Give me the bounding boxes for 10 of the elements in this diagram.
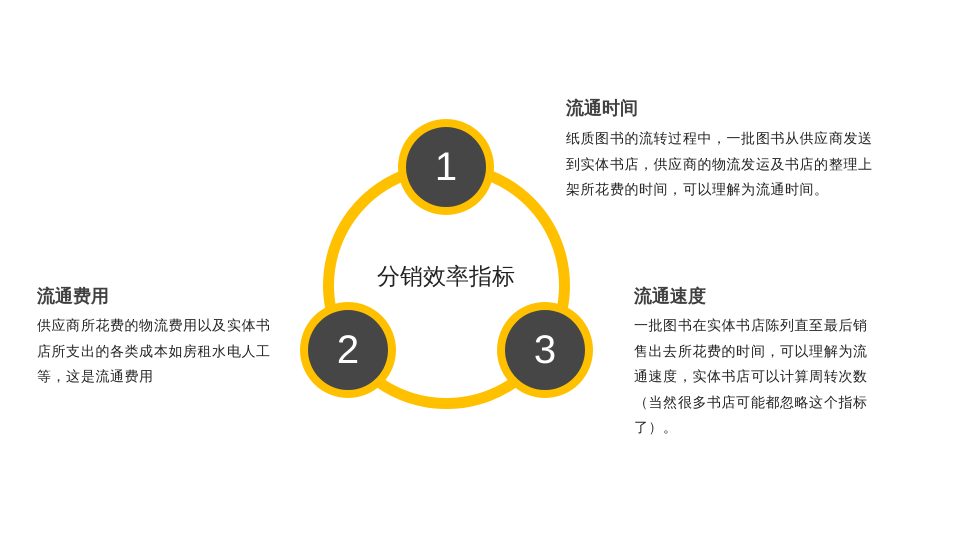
heading: 流通速度 xyxy=(634,285,706,308)
description-text: 纸质图书的流转过程中，一批图书从供应商发送到实体书店，供应商的物流发运及书店的整理上架所花费的时间，可以理解为流通时间。 xyxy=(566,130,874,200)
number-circle: 2 xyxy=(300,302,396,398)
heading: 流通时间 xyxy=(566,97,638,120)
description-text: 一批图书在实体书店陈列直至最后销售出去所花费的时间，可以理解为流通速度，实体书店可以计算周转次数（当然很多书店可能都忽略这个指标了）。 xyxy=(634,317,869,438)
number-circle: 3 xyxy=(497,302,593,398)
heading: 流通费用 xyxy=(37,285,109,308)
center-title: 分销效率指标 xyxy=(376,263,516,292)
description-text: 供应商所花费的物流费用以及实体书店所支出的各类成本如房租水电人工等，这是流通费用 xyxy=(37,317,272,387)
number-circle: 1 xyxy=(398,119,494,215)
